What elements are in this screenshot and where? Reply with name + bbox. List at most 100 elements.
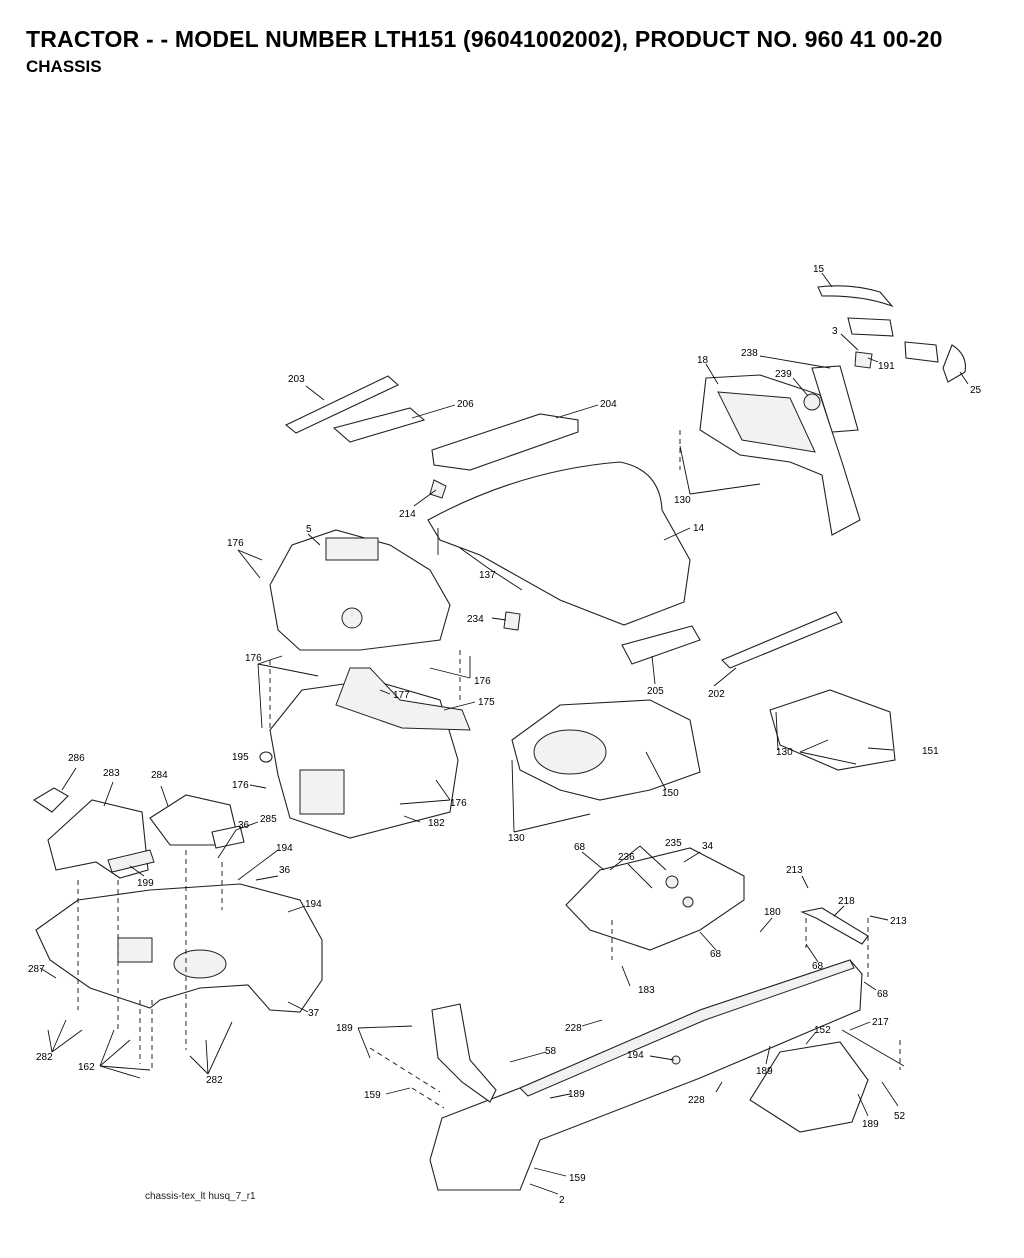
callout-286: 286: [68, 753, 85, 764]
callout-206: 206: [457, 399, 474, 410]
part-239-gauge: [803, 393, 821, 411]
assembly-dash-lines: [77, 430, 901, 1109]
callout-162: 162: [78, 1062, 95, 1073]
callout-287: 287: [28, 964, 45, 975]
part-175-bracket: [335, 667, 471, 731]
callout-236: 236: [618, 852, 635, 863]
callout-176-d: 176: [232, 780, 249, 791]
callout-283: 283: [103, 768, 120, 779]
callout-239: 239: [775, 369, 792, 380]
part-191-knob: [904, 341, 939, 363]
page-title: TRACTOR - - MODEL NUMBER LTH151 (9604100…: [26, 26, 943, 52]
callout-2: 2: [559, 1195, 565, 1206]
part-218-bracket: [800, 907, 869, 945]
part-151-bracket: [769, 689, 896, 771]
part-180-rail-top: [519, 959, 855, 1097]
section-subtitle: CHASSIS: [26, 57, 102, 76]
part-217-rod: [841, 1029, 905, 1067]
part-286-cover: [32, 787, 69, 813]
callout-189-b: 189: [568, 1089, 585, 1100]
callout-15: 15: [813, 264, 825, 275]
callout-218: 218: [838, 896, 855, 907]
callout-152: 152: [814, 1025, 831, 1036]
callout-189-d: 189: [862, 1119, 879, 1130]
callout-36-b: 36: [279, 865, 291, 876]
callout-238: 238: [741, 348, 758, 359]
callout-68-c: 68: [877, 989, 889, 1000]
part-199-decal: [107, 849, 155, 873]
callout-204: 204: [600, 399, 617, 410]
callout-199: 199: [137, 878, 154, 889]
part-37-slot: [117, 937, 153, 963]
part-37-rear-fender: [35, 883, 323, 1013]
callout-177: 177: [393, 690, 410, 701]
callout-194-b: 194: [305, 899, 322, 910]
callout-34: 34: [702, 841, 714, 852]
part-150-seat-well: [533, 729, 607, 775]
callout-203: 203: [288, 374, 305, 385]
callout-175: 175: [478, 697, 495, 708]
callout-151: 151: [922, 746, 939, 757]
part-34-hole-1: [665, 875, 679, 889]
callout-14: 14: [693, 523, 705, 534]
callout-159-a: 159: [364, 1090, 381, 1101]
callout-137: 137: [479, 570, 496, 581]
callout-176-b: 176: [245, 653, 262, 664]
leader-lines: [39, 272, 969, 1195]
part-5-dash-housing: [269, 529, 451, 651]
callout-130-mid: 130: [508, 833, 525, 844]
part-58-bracket: [431, 1003, 497, 1103]
part-214-clip: [429, 479, 447, 499]
callout-5: 5: [306, 524, 312, 535]
part-205-grille: [621, 625, 701, 665]
callout-68-d: 68: [710, 949, 722, 960]
part-34-plate: [565, 847, 745, 951]
part-152-shield: [749, 1041, 869, 1133]
callout-194-a: 194: [276, 843, 293, 854]
callout-130-right: 130: [776, 747, 793, 758]
callout-176-c: 176: [474, 676, 491, 687]
callout-labels: 15 3 191 25 18 238 239 203 206 204 214 1…: [28, 264, 982, 1206]
callout-68-b: 68: [812, 961, 824, 972]
callout-25: 25: [970, 385, 982, 396]
callout-217: 217: [872, 1017, 889, 1028]
part-195-grommet: [259, 751, 273, 763]
callout-205: 205: [647, 686, 664, 697]
part-204-vent-grill: [431, 413, 579, 471]
callout-36-a: 36: [238, 820, 250, 831]
callout-213-b: 213: [890, 916, 907, 927]
callout-189-c: 189: [756, 1066, 773, 1077]
callout-228-a: 228: [565, 1023, 582, 1034]
part-3-bracket: [847, 317, 894, 337]
part-182-opening: [299, 769, 345, 815]
callout-52: 52: [894, 1111, 906, 1122]
callout-182: 182: [428, 818, 445, 829]
callout-176-e: 176: [450, 798, 467, 809]
part-34-hole-2: [682, 896, 694, 908]
callout-213-a: 213: [786, 865, 803, 876]
callout-189-a: 189: [336, 1023, 353, 1034]
callout-235: 235: [665, 838, 682, 849]
callout-195: 195: [232, 752, 249, 763]
part-203-vent-strip: [284, 375, 399, 434]
callout-183: 183: [638, 985, 655, 996]
part-5-dash-window: [325, 537, 379, 561]
callout-68-a: 68: [574, 842, 586, 853]
part-206-vent-cover: [332, 407, 426, 443]
callout-194-c: 194: [627, 1050, 644, 1061]
callout-3: 3: [832, 326, 838, 337]
callout-176-a: 176: [227, 538, 244, 549]
part-202-grille-strip: [721, 611, 843, 669]
callout-58: 58: [545, 1046, 557, 1057]
callout-284: 284: [151, 770, 168, 781]
part-37-seat-opening: [173, 949, 227, 979]
part-25-lever: [942, 344, 967, 383]
callout-18: 18: [697, 355, 709, 366]
part-285-plate: [211, 825, 245, 849]
callout-282-a: 282: [36, 1052, 53, 1063]
callout-159-b: 159: [569, 1173, 586, 1184]
part-18-dash-inner: [717, 391, 816, 453]
drawing-reference: chassis-tex_lt husq_7_r1: [145, 1191, 256, 1202]
callout-150: 150: [662, 788, 679, 799]
